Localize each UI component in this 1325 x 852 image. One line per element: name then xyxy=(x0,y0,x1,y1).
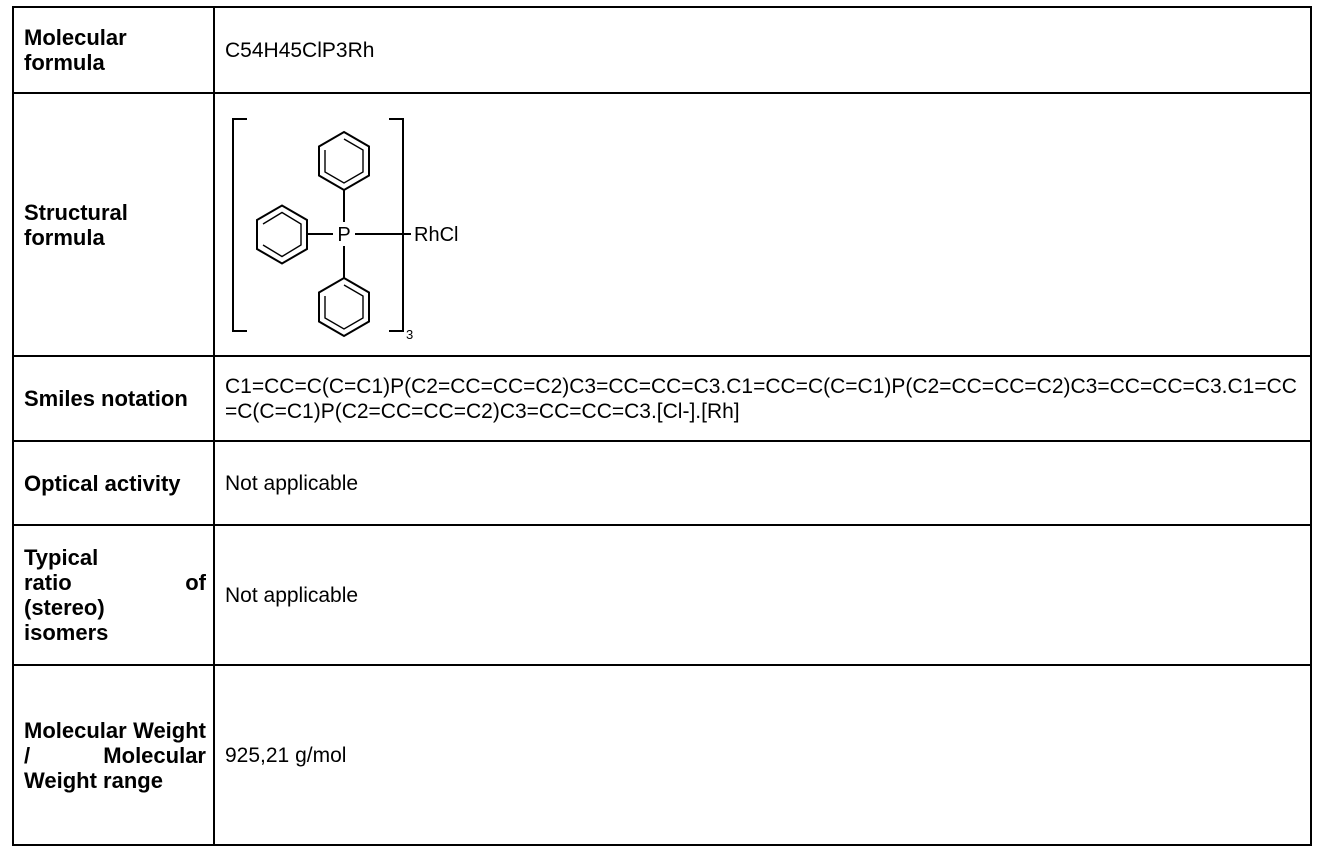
label-isomer-ratio: Typical ratio of (stereo) isomers xyxy=(12,524,215,666)
atom-p-label: P xyxy=(337,224,350,246)
value-molecular-formula: C54H45ClP3Rh xyxy=(213,6,1312,94)
label-molecular-weight: Molecular Weight / Molecular Weight rang… xyxy=(12,664,215,846)
value-structural-formula: P RhCl 3 xyxy=(213,92,1312,357)
phenyl-ring-top xyxy=(318,130,370,191)
phenyl-ring-bottom xyxy=(318,276,370,337)
phenyl-ring-left xyxy=(256,203,308,265)
bracket-subscript: 3 xyxy=(406,327,413,342)
label-optical-activity: Optical activity xyxy=(12,440,215,526)
table-row-smiles: Smiles notation C1=CC=C(C=C1)P(C2=CC=CC=… xyxy=(12,355,1312,442)
label-molecular-formula: Molecular formula xyxy=(12,6,215,94)
table-row-optical-activity: Optical activity Not applicable xyxy=(12,440,1312,526)
value-optical-activity: Not applicable xyxy=(213,440,1312,526)
bracket-right xyxy=(389,117,404,332)
table-row-molecular-weight: Molecular Weight / Molecular Weight rang… xyxy=(12,664,1312,846)
table-row-structural-formula: Structural formula xyxy=(12,92,1312,357)
label-smiles-notation: Smiles notation xyxy=(12,355,215,442)
value-isomer-ratio: Not applicable xyxy=(213,524,1312,666)
label-structural-formula: Structural formula xyxy=(12,92,215,357)
properties-table: Molecular formula C54H45ClP3Rh Structura… xyxy=(12,6,1312,846)
rhcl-label: RhCl xyxy=(414,224,458,246)
table-row-isomer-ratio: Typical ratio of (stereo) isomers Not ap… xyxy=(12,524,1312,666)
bracket-left xyxy=(232,117,247,332)
value-smiles-notation: C1=CC=C(C=C1)P(C2=CC=CC=C2)C3=CC=CC=C3.C… xyxy=(213,355,1312,442)
value-molecular-weight: 925,21 g/mol xyxy=(213,664,1312,846)
table-row-molecular-formula: Molecular formula C54H45ClP3Rh xyxy=(12,6,1312,94)
structural-formula-diagram: P RhCl 3 xyxy=(232,117,458,342)
